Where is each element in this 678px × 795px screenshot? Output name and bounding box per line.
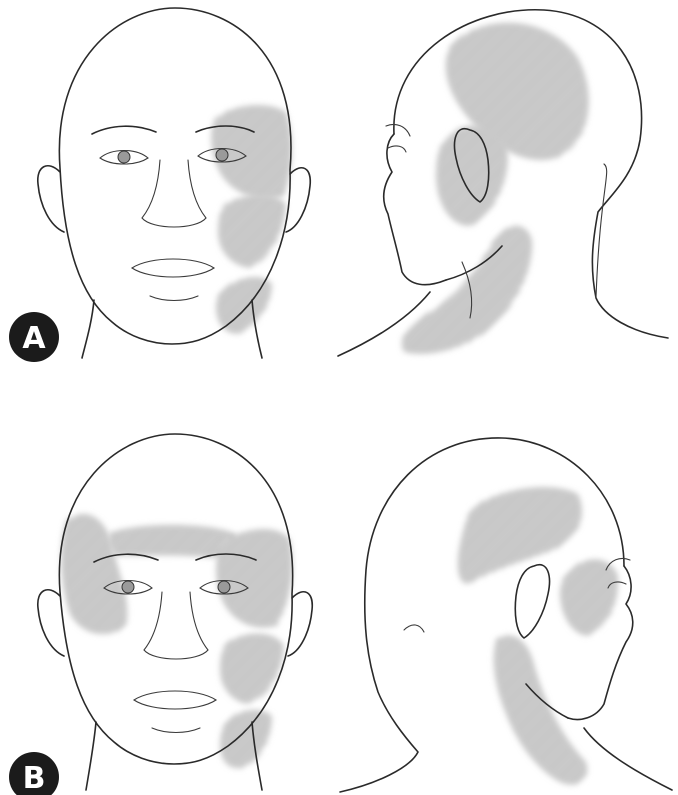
ear-side [515, 565, 549, 638]
referral-zone-ear-a [436, 125, 508, 226]
label-b: B [23, 761, 46, 795]
eye-side [388, 146, 406, 152]
face-profile [384, 134, 446, 285]
panel-label-b: B [9, 752, 59, 795]
referral-zone-scalp-b [458, 487, 582, 584]
iris-left [118, 151, 130, 163]
referral-zone-neck-b [494, 635, 588, 784]
side-head-b [340, 438, 672, 792]
iris-right [218, 581, 230, 593]
front-head-b [38, 434, 312, 790]
iris-left [122, 581, 134, 593]
panel-label-a: A [9, 312, 59, 362]
label-a: A [22, 321, 46, 356]
referral-zone-right-cheek-b [220, 633, 284, 704]
referral-zone-right-jaw-b [220, 710, 272, 769]
referral-zone-forehead-b [109, 525, 236, 558]
side-head-a [338, 10, 668, 356]
brow-side [386, 124, 410, 136]
chin-line [150, 296, 198, 301]
referral-zone-temple-b [560, 559, 618, 636]
neck-left [82, 300, 94, 358]
front-head-a [38, 8, 310, 358]
referral-zone-right-temple-b [216, 529, 292, 628]
referral-zone-neck-a [402, 226, 532, 354]
brow-left [92, 126, 156, 134]
panel-a: A [9, 8, 668, 362]
nose [142, 160, 206, 227]
neck-left [86, 722, 96, 790]
chin-line [152, 728, 200, 733]
shoulder-line [596, 164, 607, 298]
hair-line [404, 625, 424, 632]
panel-b: B [9, 434, 672, 795]
iris-right [216, 149, 228, 161]
neck-front-side [584, 728, 672, 790]
nose [144, 592, 208, 659]
mouth [134, 691, 216, 709]
mouth [132, 259, 214, 277]
referral-zone-jaw-a [216, 277, 272, 334]
